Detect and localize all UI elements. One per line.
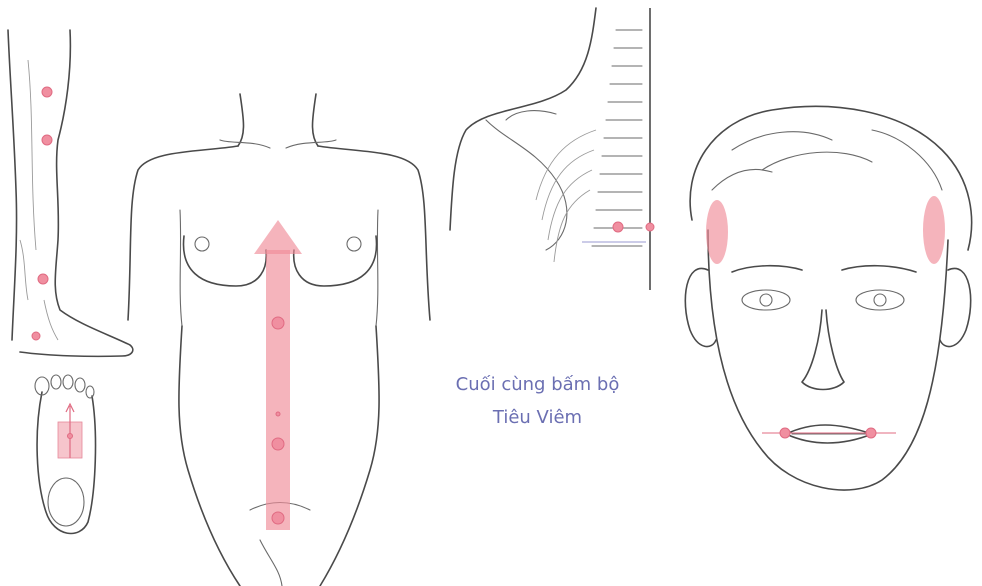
foot-sole-illustration	[28, 372, 108, 547]
leg-illustration	[0, 0, 140, 365]
caption-line-1: Cuối cùng bấm bộ	[420, 368, 655, 401]
face-illustration	[672, 100, 982, 520]
back-point-2	[646, 223, 654, 231]
face-temple-zone-left	[706, 200, 728, 264]
leg-point-3	[38, 274, 48, 284]
leg-point-1	[42, 87, 52, 97]
back-point-1	[613, 222, 623, 232]
leg-point-2	[42, 135, 52, 145]
caption-line-2: Tiêu Viêm	[420, 401, 655, 434]
back-spine-illustration	[446, 0, 656, 290]
torso-point-2	[276, 412, 280, 416]
face-mouth-point-left	[780, 428, 790, 438]
face-mouth-point-right	[866, 428, 876, 438]
face-temple-zone-right	[923, 196, 945, 264]
leg-point-4	[32, 332, 40, 340]
foot-point-1	[68, 434, 73, 439]
torso-illustration	[120, 90, 440, 586]
torso-point-4	[272, 512, 284, 524]
torso-point-1	[272, 317, 284, 329]
caption: Cuối cùng bấm bộ Tiêu Viêm	[420, 368, 655, 434]
torso-point-3	[272, 438, 284, 450]
